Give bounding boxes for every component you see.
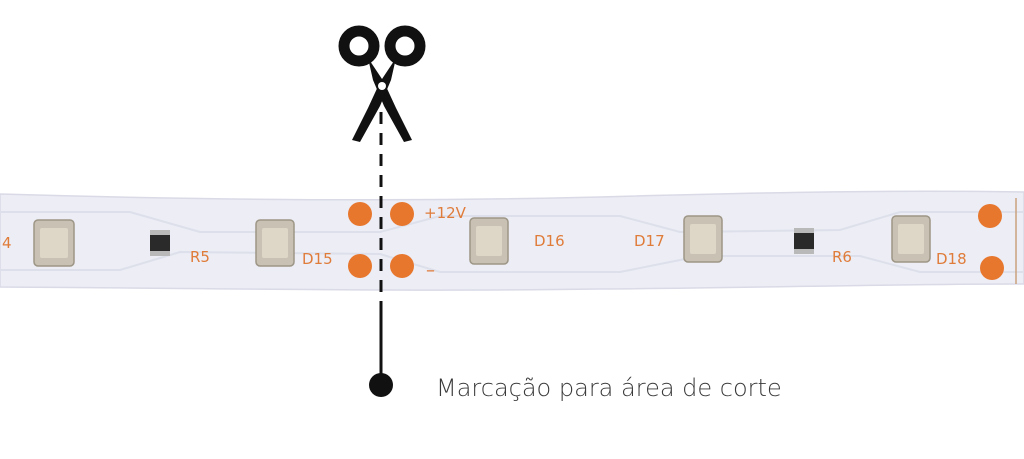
label-r5: R5 xyxy=(190,248,210,266)
label-4: 4 xyxy=(2,234,12,252)
label-d16: D16 xyxy=(534,232,565,250)
scissors-icon xyxy=(338,25,426,142)
led-d16 xyxy=(469,217,509,265)
resistor-r5 xyxy=(150,230,170,256)
led-strip xyxy=(0,190,1024,291)
label-d17: D17 xyxy=(634,232,665,250)
strip-trace-top xyxy=(0,211,1024,234)
pad-left-top xyxy=(348,202,372,226)
pad-right-bottom xyxy=(390,254,414,278)
label-plus12v: +12V xyxy=(424,204,467,222)
pad-far-bottom xyxy=(980,256,1004,280)
resistor-r6 xyxy=(794,228,814,254)
led-d15 xyxy=(255,219,295,267)
label-minus: – xyxy=(426,260,435,281)
led-d17 xyxy=(683,215,723,263)
label-r6: R6 xyxy=(832,248,852,266)
cut-marker-caption: Marcação para área de corte xyxy=(436,374,782,402)
led-d14 xyxy=(33,219,75,267)
strip-trace-bottom xyxy=(0,250,1024,273)
cut-marker-dot xyxy=(369,373,393,397)
label-d15: D15 xyxy=(302,250,333,268)
pad-far-top xyxy=(978,204,1002,228)
label-d18: D18 xyxy=(936,250,967,268)
pad-left-bottom xyxy=(348,254,372,278)
led-d18 xyxy=(891,215,931,263)
pad-right-top xyxy=(390,202,414,226)
